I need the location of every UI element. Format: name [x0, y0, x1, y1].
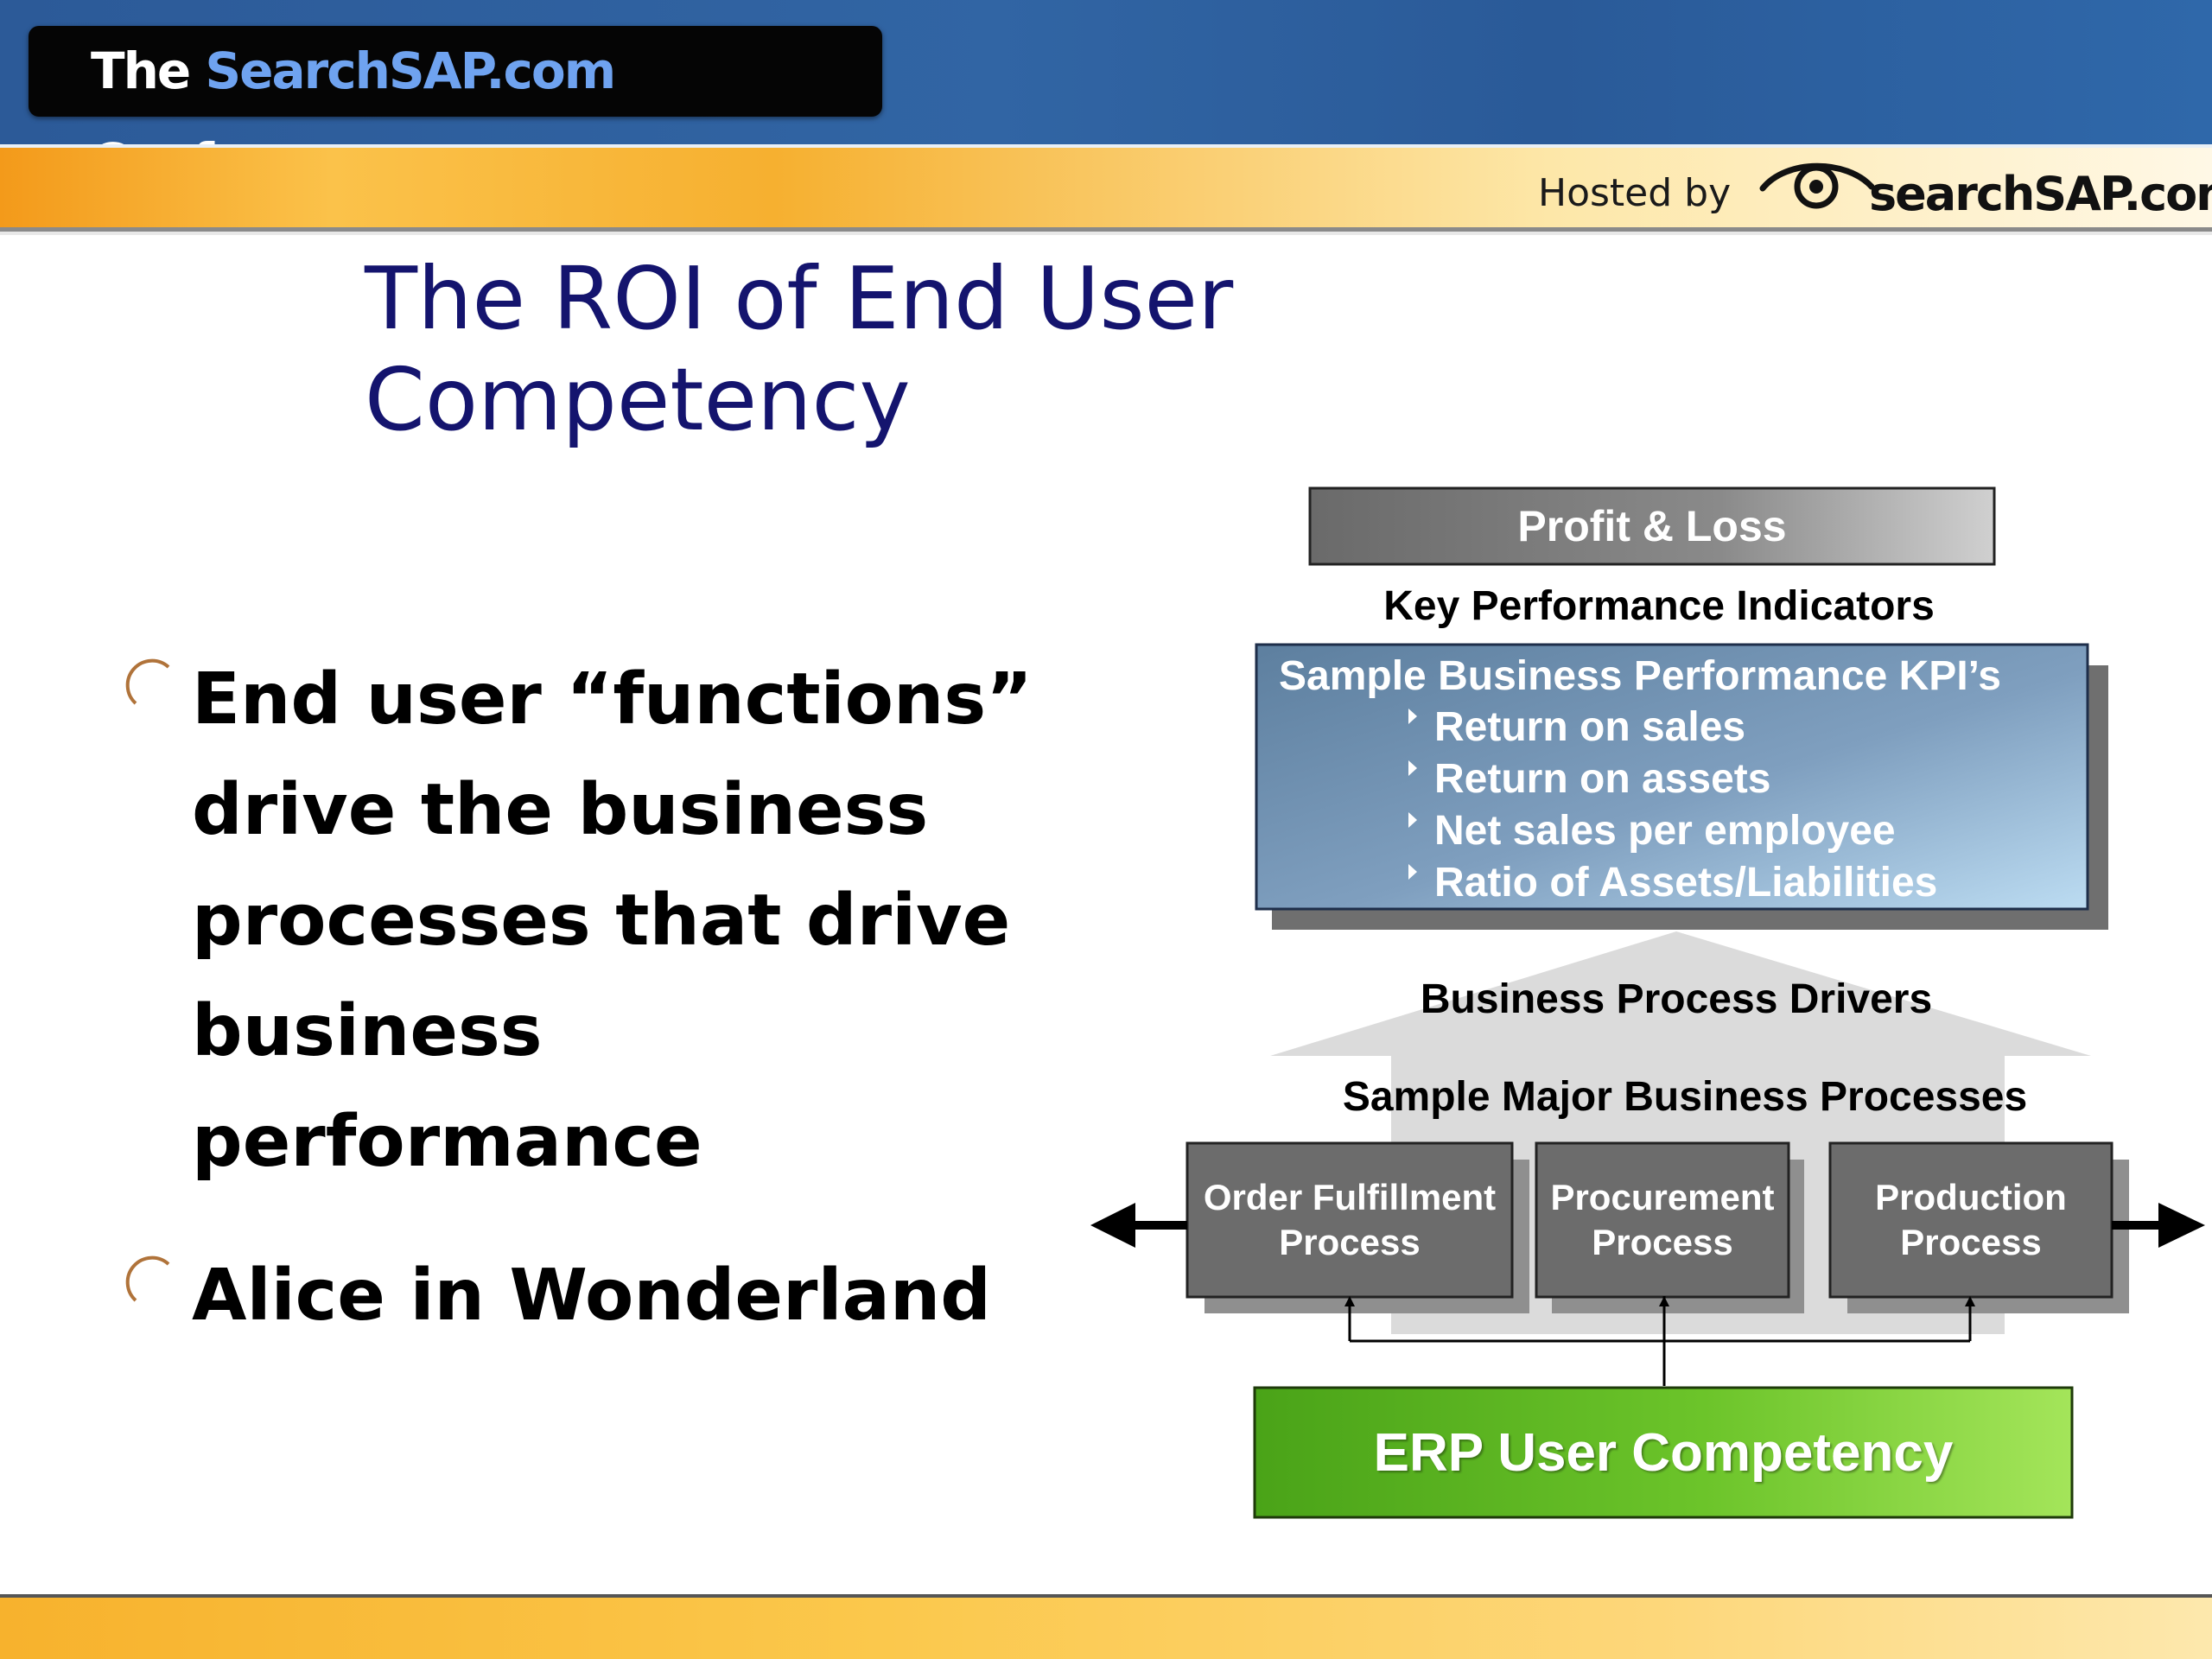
connector-arrowhead [1965, 1296, 1975, 1306]
triangle-bullet-icon [1408, 864, 1417, 880]
erp-user-competency-label: ERP User Competency [1373, 1423, 1954, 1483]
connector-lines [1348, 1296, 1972, 1386]
process-box [1828, 1141, 2113, 1299]
conference-title: The SearchSAP.com Conference [29, 26, 882, 191]
sponsor-band-edge [0, 227, 2212, 232]
major-processes-label: Sample Major Business Processes [1342, 1074, 2028, 1120]
process-label-order-fulfillment: Order Fulfillment Process [1187, 1175, 1512, 1265]
process-label-line: Production [1875, 1177, 2067, 1217]
triangle-bullet-icon [1408, 812, 1417, 828]
roi-diagram [1090, 486, 2205, 1519]
kpi-heading: Key Performance Indicators [1383, 583, 1935, 629]
process-label-line: Process [1279, 1222, 1421, 1262]
process-label-line: Process [1592, 1222, 1733, 1262]
process-label-line: Process [1900, 1222, 2042, 1262]
bullet-item: End user “functions” drive the business … [192, 645, 1108, 1198]
bullet-line: processes that drive [192, 880, 1011, 962]
sponsor-band-edge-light [0, 232, 2212, 235]
kpi-item-label: Return on assets [1434, 756, 1771, 802]
process-label-line: Procurement [1550, 1177, 1775, 1217]
bullet-line: performance [192, 1101, 702, 1183]
kpi-box [1255, 643, 2089, 911]
kpi-box-title: Sample Business Performance KPI’s [1279, 653, 2001, 699]
triangle-bullet-icon [1408, 760, 1417, 776]
profit-loss-label: Profit & Loss [1517, 502, 1787, 550]
bullet-item: Alice in Wonderland [192, 1241, 1108, 1351]
erp-box [1253, 1386, 2074, 1519]
footer-divider [0, 1594, 2212, 1598]
connector-arrowhead [1659, 1296, 1669, 1306]
slide-title-line: The ROI of End User [365, 248, 1234, 349]
kpi-item-label: Ratio of Assets/Liabilities [1434, 860, 1938, 906]
process-label-production: Production Process [1830, 1175, 2112, 1265]
bullet-line: End user “functions” [192, 658, 1033, 741]
process-label-line: Order Fulfillment [1203, 1177, 1497, 1217]
brand-name: searchSAP.com [1869, 167, 2212, 221]
bullet-arc-icon [125, 658, 170, 705]
kpi-item-label: Net sales per employee [1434, 808, 1896, 854]
bullet-line: Alice in Wonderland [192, 1255, 991, 1337]
connector-arrowhead [1344, 1296, 1355, 1306]
drivers-label: Business Process Drivers [1420, 976, 1933, 1022]
right-arrow-icon [2112, 1203, 2205, 1248]
process-box [1535, 1141, 1790, 1299]
process-label-procurement: Procurement Process [1536, 1175, 1789, 1265]
conference-title-prefix: The [91, 41, 206, 100]
eye-logo-icon [1759, 162, 1875, 209]
kpi-item: Return on assets [1400, 753, 1937, 805]
slide-title-line: Competency [365, 349, 911, 450]
profit-loss-box [1308, 486, 1996, 566]
bullet-arc-icon [125, 1255, 170, 1302]
triangle-bullet-icon [1408, 709, 1417, 724]
process-box [1185, 1141, 1514, 1299]
sponsor-band [0, 148, 2212, 227]
kpi-list: Return on sales Return on assets Net sal… [1400, 702, 1937, 909]
header-divider [0, 144, 2212, 148]
slide-title: The ROI of End User Competency [365, 248, 1402, 450]
kpi-item: Net sales per employee [1400, 805, 1937, 857]
conference-banner: The SearchSAP.com Conference [29, 26, 882, 191]
footer-band [0, 1598, 2212, 1659]
kpi-item: Return on sales [1400, 702, 1937, 753]
kpi-item-label: Return on sales [1434, 704, 1746, 750]
conference-title-accent: SearchSAP.com [205, 41, 616, 100]
bullet-line: drive the business [192, 769, 929, 851]
left-arrow-icon [1090, 1203, 1187, 1248]
hosted-by-label: Hosted by [1538, 171, 1732, 215]
kpi-item: Ratio of Assets/Liabilities [1400, 857, 1937, 909]
bullet-line: business [192, 990, 543, 1072]
